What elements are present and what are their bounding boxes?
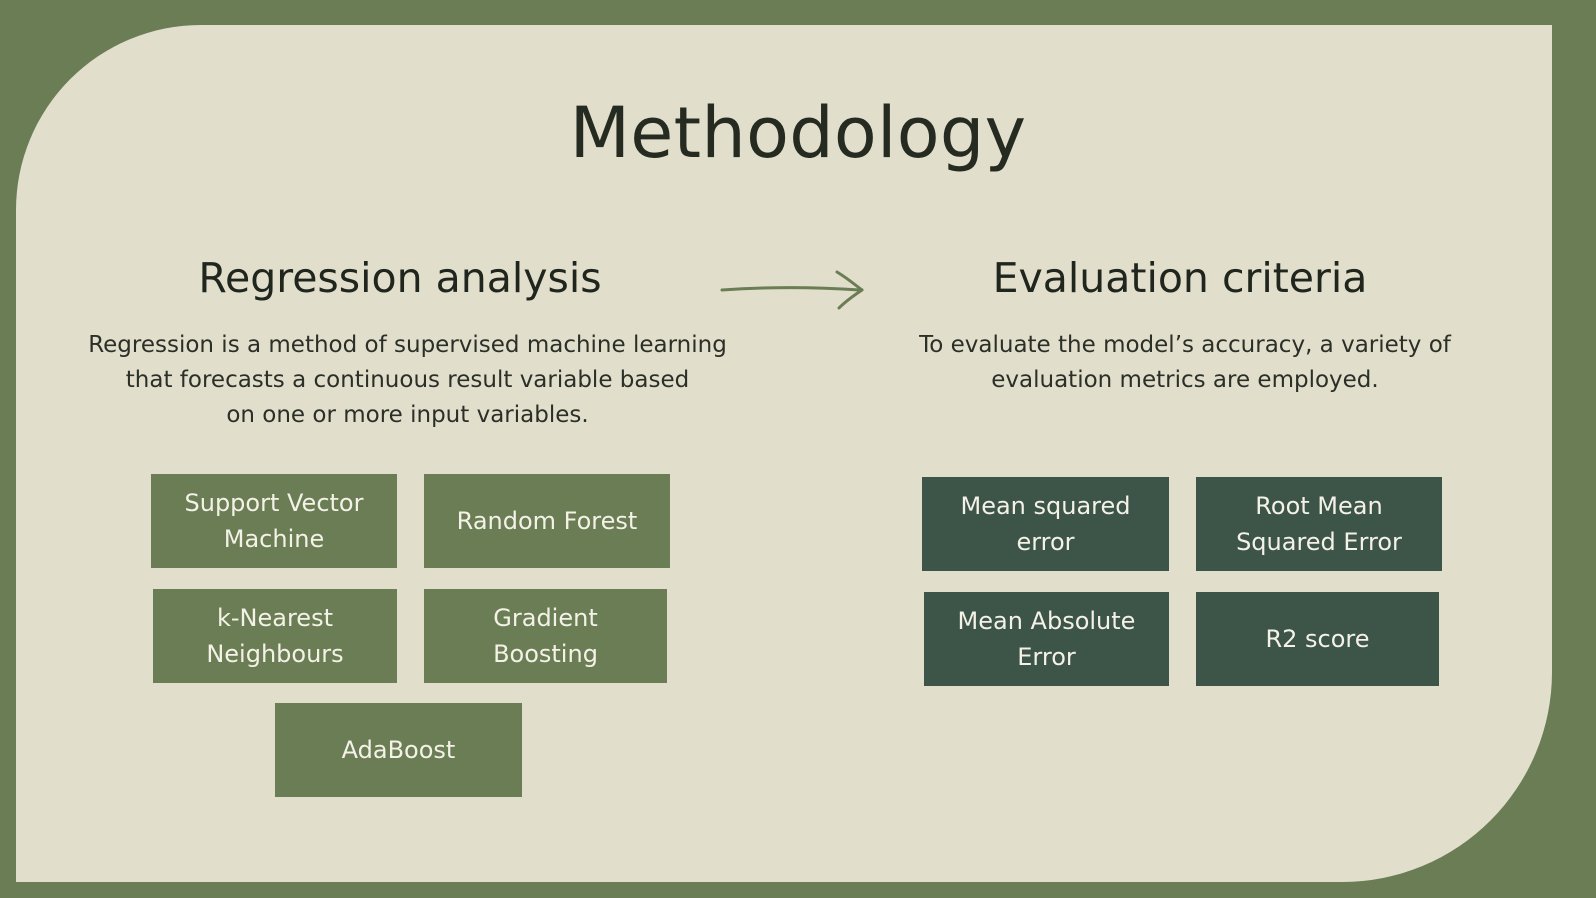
metric-r2-score: R2 score xyxy=(1196,592,1439,686)
right-arrow-graphic xyxy=(720,270,864,310)
evaluation-description-line-1: To evaluate the model’s accuracy, a vari… xyxy=(919,332,1451,358)
content-panel xyxy=(16,25,1552,882)
method-adaboost: AdaBoost xyxy=(275,703,522,797)
right-arrow-icon xyxy=(720,266,872,310)
evaluation-description-line-2: evaluation metrics are employed. xyxy=(991,367,1379,393)
page-title: Methodology xyxy=(569,92,1027,174)
regression-description-line-2: that forecasts a continuous result varia… xyxy=(125,367,690,393)
method-label: Random Forest xyxy=(456,507,638,535)
method-random-forest: Random Forest xyxy=(424,474,670,568)
regression-description: Regression is a method of supervised mac… xyxy=(85,328,730,433)
regression-description-line-1: Regression is a method of supervised mac… xyxy=(88,332,727,358)
evaluation-criteria-heading: Evaluation criteria xyxy=(992,254,1368,302)
regression-description-line-3: on one or more input variables. xyxy=(226,402,589,428)
method-label: AdaBoost xyxy=(341,736,456,764)
metric-label: R2 score xyxy=(1265,625,1370,653)
regression-analysis-heading: Regression analysis xyxy=(198,254,602,302)
evaluation-description: To evaluate the model’s accuracy, a vari… xyxy=(895,328,1475,398)
